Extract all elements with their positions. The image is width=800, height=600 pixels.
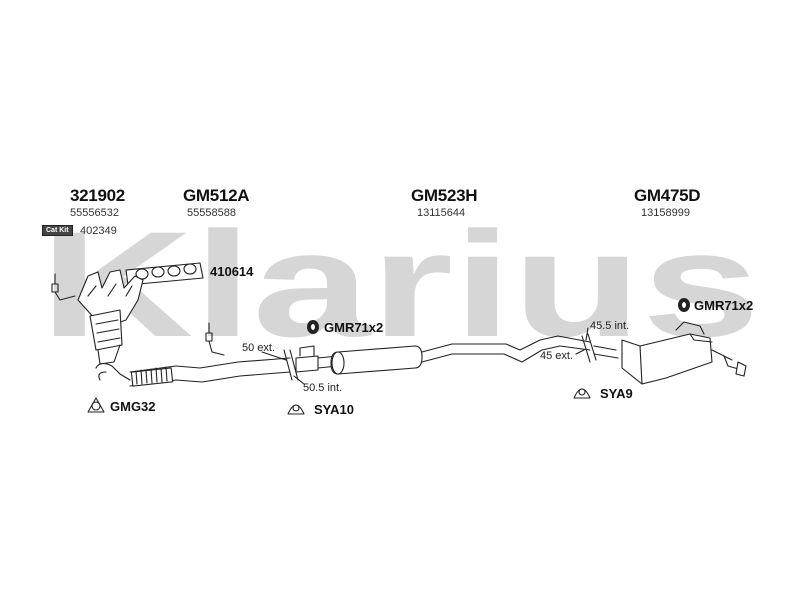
oe-number-13115644: 13115644 [417, 207, 466, 219]
rear-silencer-drawing [593, 321, 747, 385]
manifold-catalyst-drawing [77, 269, 144, 365]
dimension-50-5-int: 50.5 int. [303, 382, 343, 394]
gmr-hanger-rear-icon [678, 298, 690, 312]
leader-45-ext [575, 349, 585, 355]
lambda-sensor-front-drawing [51, 273, 76, 301]
gmr-hanger-mid-icon [307, 320, 319, 334]
dimension-mark-rear [581, 333, 597, 363]
oe-number-55558588: 55558588 [187, 207, 236, 219]
leader-45-5-int [585, 327, 589, 341]
cat-kit-number: 402349 [80, 225, 117, 237]
part-number-321902: 321902 [70, 186, 125, 205]
oe-number-13158999: 13158999 [641, 207, 690, 219]
part-number-gm512a: GM512A [183, 186, 250, 205]
dimension-45-ext: 45 ext. [540, 350, 574, 362]
gmg32-ring-icon [87, 397, 105, 413]
part-number-gm475d: GM475D [634, 186, 701, 205]
part-number-gm523h: GM523H [411, 186, 478, 205]
fitting-gmr-mid-label: GMR71x2 [324, 320, 384, 335]
sya9-bracket-icon [573, 388, 591, 399]
centre-silencer-drawing [295, 335, 591, 375]
dimension-50-ext: 50 ext. [242, 342, 276, 354]
dimension-mark-front [283, 349, 299, 381]
watermark-text: Klarius [40, 200, 760, 368]
fitting-gmg32-label: GMG32 [110, 399, 156, 414]
fitting-sya9-label: SYA9 [600, 386, 633, 401]
front-pipe-drawing [95, 357, 291, 387]
dimension-45-5-int: 45.5 int. [590, 320, 630, 332]
manifold-gasket-drawing [125, 262, 204, 286]
oe-number-55556532: 55556532 [70, 207, 119, 219]
leader-50-5-int [293, 375, 305, 385]
cat-kit-badge: Cat Kit [42, 225, 73, 236]
lambda-sensor-rear-drawing [205, 322, 225, 356]
leader-50-ext [261, 351, 287, 361]
gasket-part-number: 410614 [210, 264, 254, 279]
fitting-gmr-rear-label: GMR71x2 [694, 298, 754, 313]
fitting-sya10-label: SYA10 [314, 402, 354, 417]
sya10-bracket-icon [287, 404, 305, 415]
